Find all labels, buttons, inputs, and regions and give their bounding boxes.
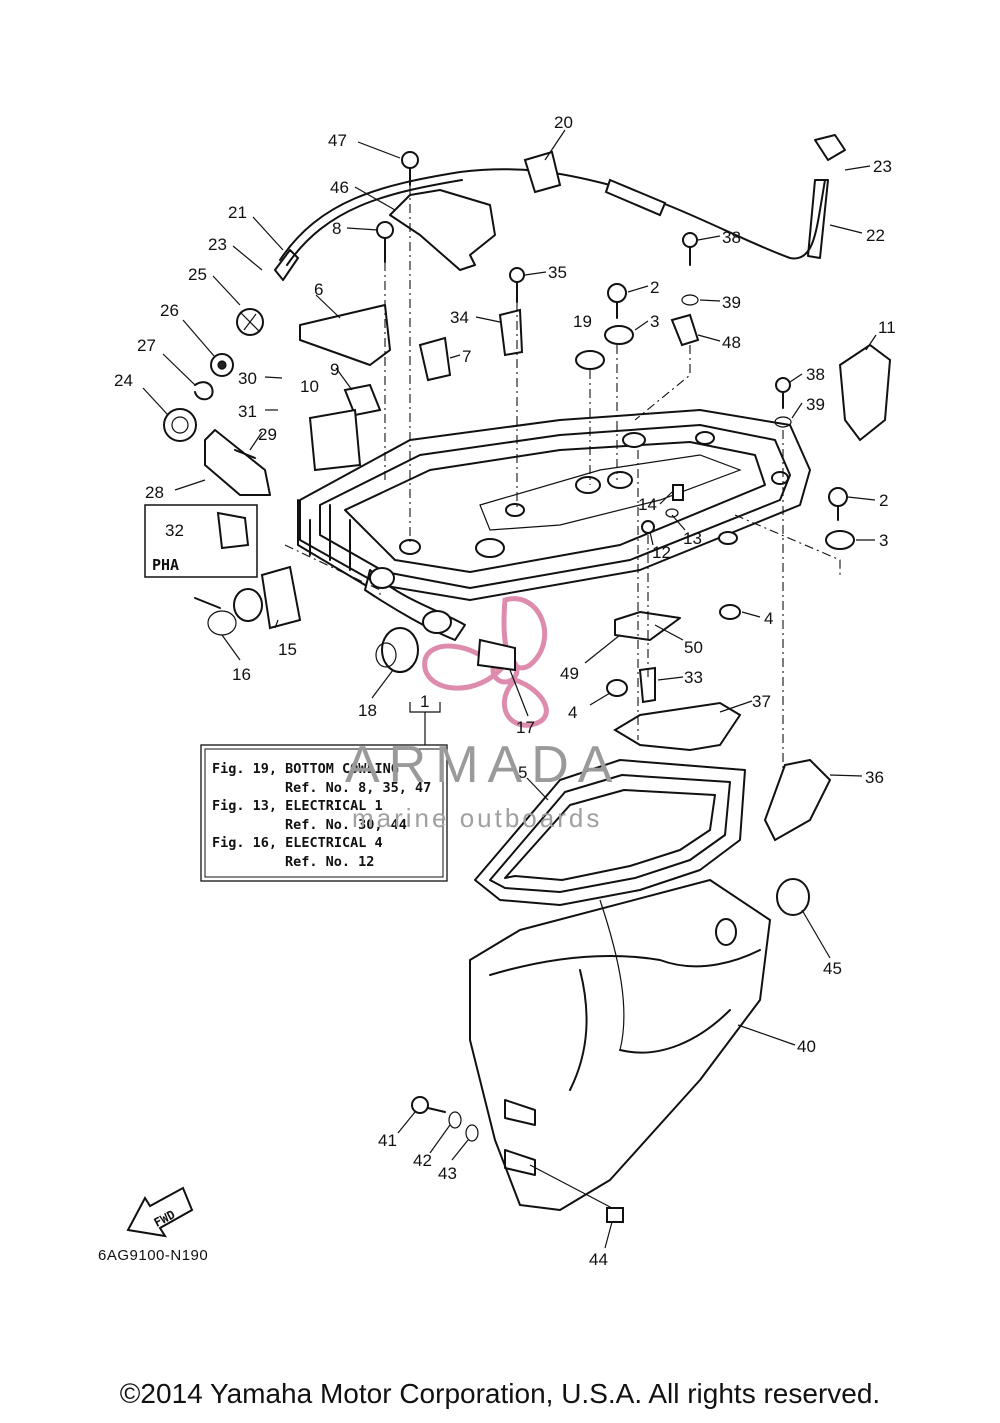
ref-note-line: Ref. No. 8, 35, 47 xyxy=(285,780,431,796)
watermark-title: ARMADA xyxy=(345,736,622,794)
part-label: 50 xyxy=(684,638,703,657)
hoses-and-cables xyxy=(274,134,846,281)
part-label: 12 xyxy=(652,543,671,562)
seal-gasket xyxy=(474,759,746,906)
part-label: 23 xyxy=(208,235,227,254)
part-label: 38 xyxy=(806,365,825,384)
part-label: 13 xyxy=(683,529,702,548)
ref-note-line: Fig. 13, ELECTRICAL 1 xyxy=(212,798,383,814)
fasteners xyxy=(376,151,892,1223)
part-label: 5 xyxy=(518,763,527,782)
lower-apron xyxy=(469,879,771,1211)
part-label: 32 xyxy=(165,521,184,540)
part-label: 22 xyxy=(866,226,885,245)
diagram-code: 6AG9100-N190 xyxy=(98,1247,209,1264)
part-label: 47 xyxy=(328,131,347,150)
part-label: 10 xyxy=(300,377,319,396)
ref-note-line: Ref. No. 30, 44 xyxy=(285,817,407,833)
part-label: 39 xyxy=(722,293,741,312)
part-label: 45 xyxy=(823,959,842,978)
part-number-labels: 47 20 23 22 46 21 8 35 38 2 39 3 48 23 2… xyxy=(114,113,896,1269)
part-label: 46 xyxy=(330,178,349,197)
leader-lines xyxy=(142,129,877,1249)
part-label: 25 xyxy=(188,265,207,284)
part-label: 20 xyxy=(554,113,573,132)
part-label: 33 xyxy=(684,668,703,687)
part-label: 43 xyxy=(438,1164,457,1183)
part-label: 6 xyxy=(314,280,323,299)
part-label: 29 xyxy=(258,425,277,444)
part-label: 3 xyxy=(879,531,888,550)
part-label: 19 xyxy=(573,312,592,331)
part-label: 35 xyxy=(548,263,567,282)
part-label: 17 xyxy=(516,718,535,737)
part-label: 24 xyxy=(114,371,133,390)
part-label: 8 xyxy=(332,219,341,238)
copyright-notice: ©2014 Yamaha Motor Corporation, U.S.A. A… xyxy=(119,1378,881,1409)
ref-note-line: Ref. No. 12 xyxy=(285,854,374,870)
part-label: 37 xyxy=(752,692,771,711)
inset-label: PHA xyxy=(152,556,179,574)
part-label: 9 xyxy=(330,360,339,379)
part-label: 2 xyxy=(650,278,659,297)
bottom-cowling-tray xyxy=(297,409,811,641)
part-label: 42 xyxy=(413,1151,432,1170)
part-label: 27 xyxy=(137,336,156,355)
part-label: 38 xyxy=(722,228,741,247)
part-label: 48 xyxy=(722,333,741,352)
part-label: 36 xyxy=(865,768,884,787)
part-label: 3 xyxy=(650,312,659,331)
part-label: 40 xyxy=(797,1037,816,1056)
ref-note-line: Fig. 19, BOTTOM COWLING xyxy=(212,761,399,777)
part-label: 1 xyxy=(420,692,429,711)
part-label: 23 xyxy=(873,157,892,176)
ref-note-line: Fig. 16, ELECTRICAL 4 xyxy=(212,835,383,851)
part-label: 30 xyxy=(238,369,257,388)
part-label: 39 xyxy=(806,395,825,414)
part-label: 7 xyxy=(462,347,471,366)
part-label: 31 xyxy=(238,402,257,421)
part-label: 15 xyxy=(278,640,297,659)
part-label: 2 xyxy=(879,491,888,510)
part-label: 28 xyxy=(145,483,164,502)
reference-note-box xyxy=(200,744,448,882)
pha-inset xyxy=(144,504,258,578)
part-label: 26 xyxy=(160,301,179,320)
fwd-arrow-icon xyxy=(126,1186,194,1238)
part-label: 11 xyxy=(878,318,896,337)
mount-brackets xyxy=(613,701,832,842)
part-label: 4 xyxy=(568,703,577,722)
left-side-parts xyxy=(163,304,452,673)
watermark-subtitle: marine outboards xyxy=(352,803,603,833)
part-label: 18 xyxy=(358,701,377,720)
part-label: 34 xyxy=(450,308,469,327)
part-label: 14 xyxy=(638,495,657,514)
alignment-lines xyxy=(284,185,841,770)
part-label: 16 xyxy=(232,665,251,684)
part-label: 44 xyxy=(589,1250,608,1269)
part-label: 49 xyxy=(560,664,579,683)
part-label: 41 xyxy=(378,1131,397,1150)
part-label: 21 xyxy=(228,203,247,222)
part-label: 4 xyxy=(764,609,773,628)
